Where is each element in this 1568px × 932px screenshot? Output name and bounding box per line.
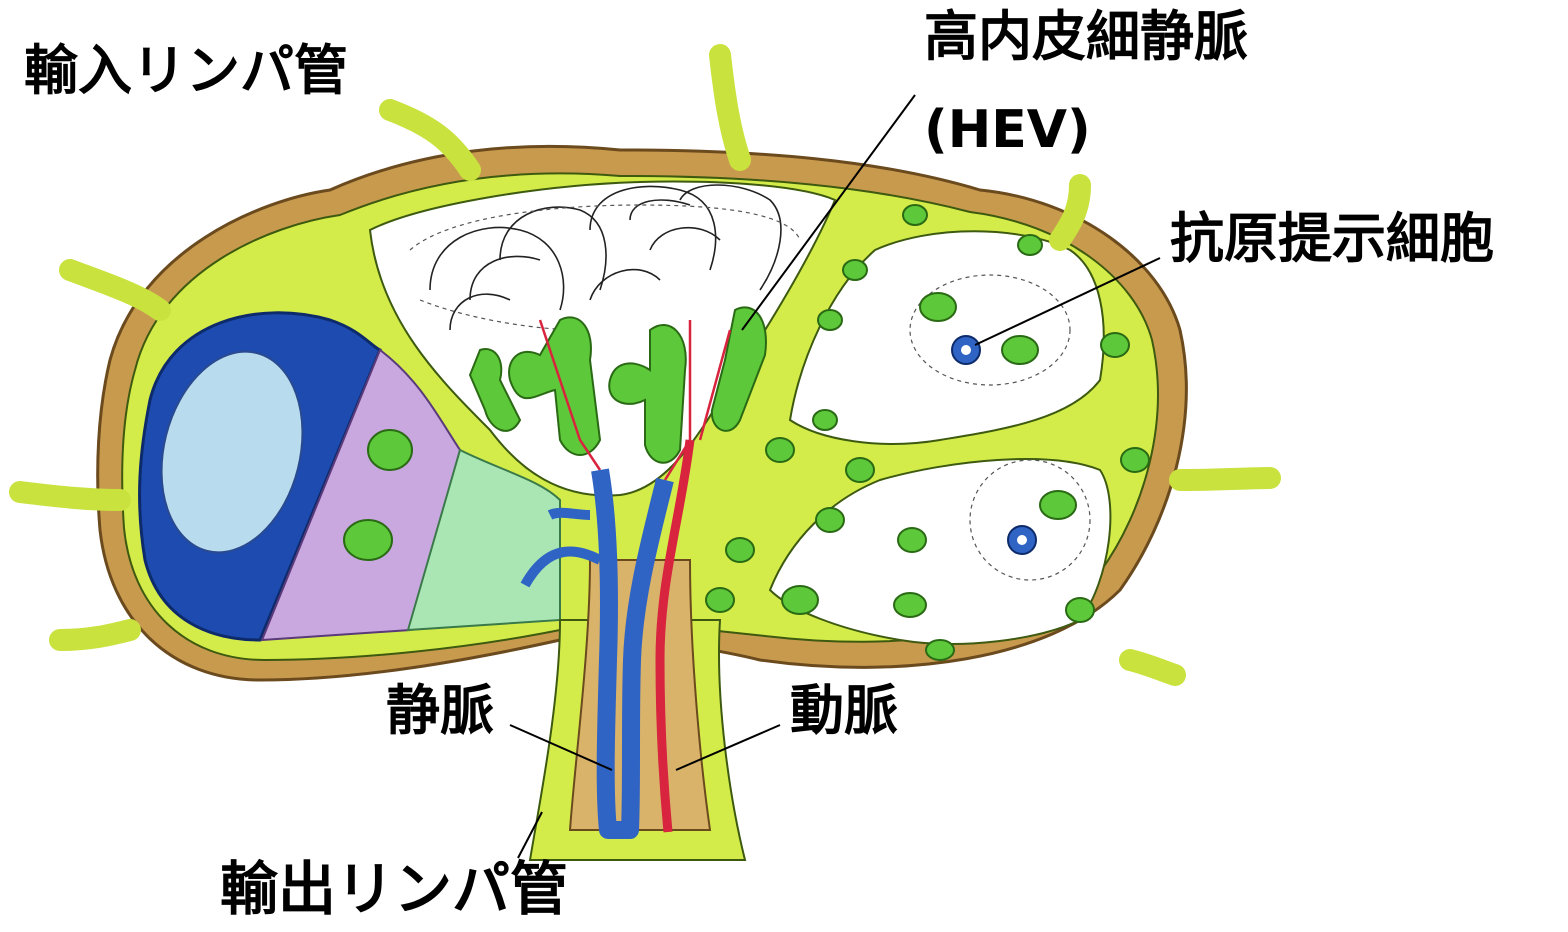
cell (344, 520, 392, 560)
apc-cell (952, 336, 980, 364)
apc-label: 抗原提示細胞 (1170, 212, 1494, 266)
artery-label: 動脈 (790, 684, 898, 738)
vein-branch (550, 513, 590, 515)
efferent-lymph-label: 輸出リンパ管 (220, 860, 568, 918)
hev-abbrev-label: (HEV) (924, 104, 1091, 156)
cell (368, 430, 412, 470)
hev-label: 高内皮細静脈 (924, 10, 1248, 64)
apc-cell (1008, 526, 1036, 554)
vein-label: 静脈 (386, 684, 494, 738)
afferent-lymph-label: 輸入リンパ管 (24, 44, 348, 98)
